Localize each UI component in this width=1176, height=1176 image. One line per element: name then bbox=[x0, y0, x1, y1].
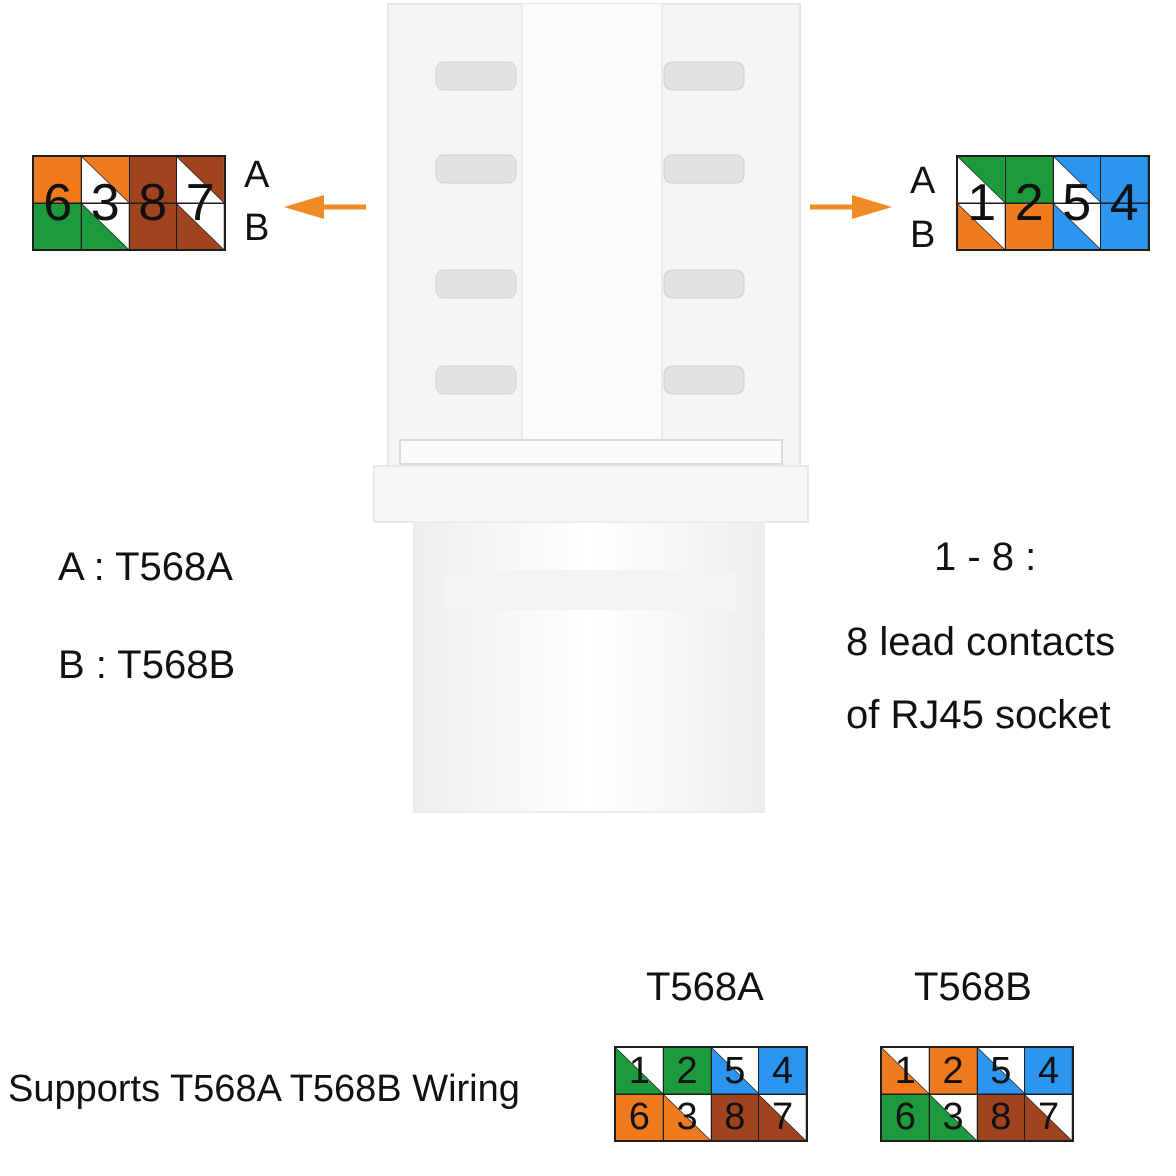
pin-number: 1 bbox=[894, 1049, 916, 1092]
right-label-a: A bbox=[910, 160, 936, 202]
wire-color-fill bbox=[711, 1048, 759, 1094]
pin-number: 6 bbox=[894, 1096, 916, 1139]
wire-color-fill bbox=[759, 1094, 806, 1140]
left-label-a: A bbox=[244, 154, 270, 196]
wire-color-fill bbox=[129, 203, 177, 249]
wire-cell bbox=[129, 203, 177, 249]
pin-number: 7 bbox=[1038, 1096, 1060, 1139]
wire-cell bbox=[177, 203, 224, 249]
pin-cell: 2 bbox=[929, 1048, 977, 1094]
wire-cell bbox=[1101, 203, 1148, 249]
left-arrow-icon bbox=[284, 195, 366, 219]
pin-cell: 4 bbox=[1025, 1048, 1072, 1094]
pin-number: 1 bbox=[628, 1049, 650, 1092]
wire-color-fill bbox=[1025, 1048, 1072, 1094]
wire-cell bbox=[958, 203, 1005, 249]
wire-color-fill bbox=[1053, 203, 1101, 249]
wire-color-fill bbox=[34, 157, 81, 203]
right-arrow-icon bbox=[810, 195, 892, 219]
wire-cell bbox=[34, 203, 81, 249]
pin-cell: 4 bbox=[759, 1048, 806, 1094]
pin-cell: 6 bbox=[882, 1094, 929, 1140]
pin-number: 4 bbox=[1038, 1049, 1060, 1092]
pin-number: 7 bbox=[772, 1096, 794, 1139]
wire-cell bbox=[81, 157, 129, 203]
legend-t568a: A : T568A bbox=[58, 545, 233, 589]
wire-color-fill bbox=[1005, 203, 1053, 249]
wire-color-fill bbox=[1053, 157, 1101, 203]
pin-cell: 7 bbox=[759, 1094, 806, 1140]
wire-cell bbox=[1101, 157, 1148, 203]
pin-cell: 1 bbox=[882, 1048, 929, 1094]
wire-color-fill bbox=[177, 203, 224, 249]
wire-cell bbox=[129, 157, 177, 203]
wire-cell bbox=[958, 157, 1005, 203]
wire-color-fill bbox=[958, 157, 1005, 203]
wire-color-fill bbox=[929, 1094, 977, 1140]
wire-color-fill bbox=[663, 1094, 711, 1140]
wire-color-fill bbox=[177, 157, 224, 203]
wire-color-fill bbox=[616, 1094, 663, 1140]
pin-number: 5 bbox=[990, 1049, 1012, 1092]
wire-color-fill bbox=[1101, 157, 1148, 203]
wire-cell bbox=[1005, 157, 1053, 203]
left-label-b: B bbox=[244, 207, 270, 249]
pin-number: 5 bbox=[724, 1049, 746, 1092]
pin-cell: 2 bbox=[663, 1048, 711, 1094]
wire-cell bbox=[1053, 203, 1101, 249]
pin-number: 6 bbox=[628, 1096, 650, 1139]
wire-cell bbox=[1005, 203, 1053, 249]
wire-color-fill bbox=[759, 1048, 806, 1094]
pin-number: 8 bbox=[990, 1096, 1012, 1139]
pin-cell: 8 bbox=[977, 1094, 1025, 1140]
pin-cell: 5 bbox=[711, 1048, 759, 1094]
pin-cell: 3 bbox=[929, 1094, 977, 1140]
t568a-title: T568A bbox=[646, 965, 764, 1009]
wire-color-fill bbox=[81, 203, 129, 249]
pin-number: 3 bbox=[676, 1096, 698, 1139]
pin-cell: 3 bbox=[663, 1094, 711, 1140]
wire-color-fill bbox=[882, 1048, 929, 1094]
pin-number: 2 bbox=[676, 1049, 698, 1092]
pin-cell: 1 bbox=[616, 1048, 663, 1094]
pin-number: 3 bbox=[942, 1096, 964, 1139]
wire-color-fill bbox=[81, 157, 129, 203]
contacts-line-2: 8 lead contacts bbox=[846, 620, 1116, 664]
pin-number: 2 bbox=[942, 1049, 964, 1092]
wire-color-fill bbox=[1025, 1094, 1072, 1140]
wire-color-fill bbox=[663, 1048, 711, 1094]
right-label-b: B bbox=[910, 214, 936, 256]
contacts-range: 1 - 8 : bbox=[934, 535, 1037, 579]
wire-color-fill bbox=[977, 1094, 1025, 1140]
pin-cell: 7 bbox=[1025, 1094, 1072, 1140]
wiring-support-caption: Supports T568A T568B Wiring bbox=[8, 1068, 520, 1110]
wire-cell bbox=[177, 157, 224, 203]
wire-color-fill bbox=[882, 1094, 929, 1140]
wire-color-fill bbox=[129, 157, 177, 203]
wire-color-fill bbox=[616, 1048, 663, 1094]
contacts-line-3: of RJ45 socket bbox=[846, 693, 1111, 737]
wire-cell bbox=[81, 203, 129, 249]
wire-color-fill bbox=[977, 1048, 1025, 1094]
wire-color-fill bbox=[1005, 157, 1053, 203]
wire-color-fill bbox=[929, 1048, 977, 1094]
wire-color-fill bbox=[1101, 203, 1148, 249]
pin-number: 8 bbox=[724, 1096, 746, 1139]
wire-cell bbox=[1053, 157, 1101, 203]
t568b-title: T568B bbox=[914, 965, 1032, 1009]
pin-number: 4 bbox=[772, 1049, 794, 1092]
pin-cell: 8 bbox=[711, 1094, 759, 1140]
pin-cell: 5 bbox=[977, 1048, 1025, 1094]
wire-color-fill bbox=[958, 203, 1005, 249]
wire-color-fill bbox=[711, 1094, 759, 1140]
wire-color-fill bbox=[34, 203, 81, 249]
legend-t568b: B : T568B bbox=[58, 643, 236, 687]
wire-cell bbox=[34, 157, 81, 203]
pin-cell: 6 bbox=[616, 1094, 663, 1140]
